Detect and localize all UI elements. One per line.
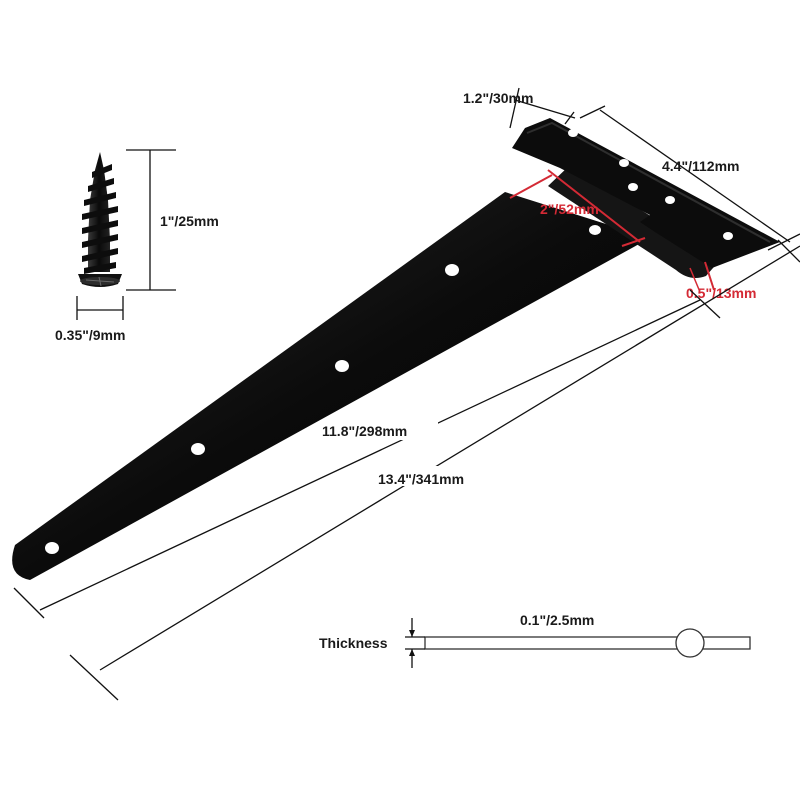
screw-length-label: 1"/25mm <box>160 213 219 229</box>
strap-base-dimension <box>509 169 646 247</box>
t-hinge-illustration <box>12 118 780 580</box>
leaf-hole-1 <box>568 129 578 137</box>
knuckle-offset-dimension <box>689 261 715 293</box>
screw-threads <box>82 164 118 274</box>
thickness-detail <box>405 618 751 668</box>
hinge-strap <box>12 192 650 580</box>
thickness-title: Thickness <box>319 635 388 651</box>
strap-hole-5 <box>589 225 601 235</box>
strap-hole-2 <box>191 443 205 455</box>
leaf-length-dimension <box>579 105 800 251</box>
leaf-width-dimension <box>509 87 576 129</box>
strap-hole-1 <box>45 542 59 554</box>
leaf-hole-5 <box>723 232 733 240</box>
strap-hole-4 <box>445 264 459 276</box>
hinge-short-leaf <box>512 118 780 268</box>
screw-head-width-label: 0.35"/9mm <box>55 327 125 343</box>
strap-length-label: 11.8"/298mm <box>322 423 407 439</box>
leaf-hole-2 <box>619 159 629 167</box>
total-length-label: 13.4"/341mm <box>378 471 464 487</box>
leaf-width-label: 1.2"/30mm <box>463 90 533 106</box>
screw-length-dimension <box>126 149 176 291</box>
strap-hole-3 <box>335 360 349 372</box>
leaf-hole-3 <box>628 183 638 191</box>
total-length-dimension <box>69 239 800 701</box>
leaf-length-label: 4.4"/112mm <box>662 158 739 174</box>
screw-illustration <box>78 152 122 287</box>
thickness-plate <box>424 636 751 650</box>
thickness-value: 0.1"/2.5mm <box>520 612 594 628</box>
strap-base-label: 2"/52mm <box>540 201 599 217</box>
screw-head-dimension <box>76 296 124 320</box>
thickness-knuckle <box>675 628 705 658</box>
leaf-hole-4 <box>665 196 675 204</box>
hinge-knuckle <box>548 165 720 278</box>
